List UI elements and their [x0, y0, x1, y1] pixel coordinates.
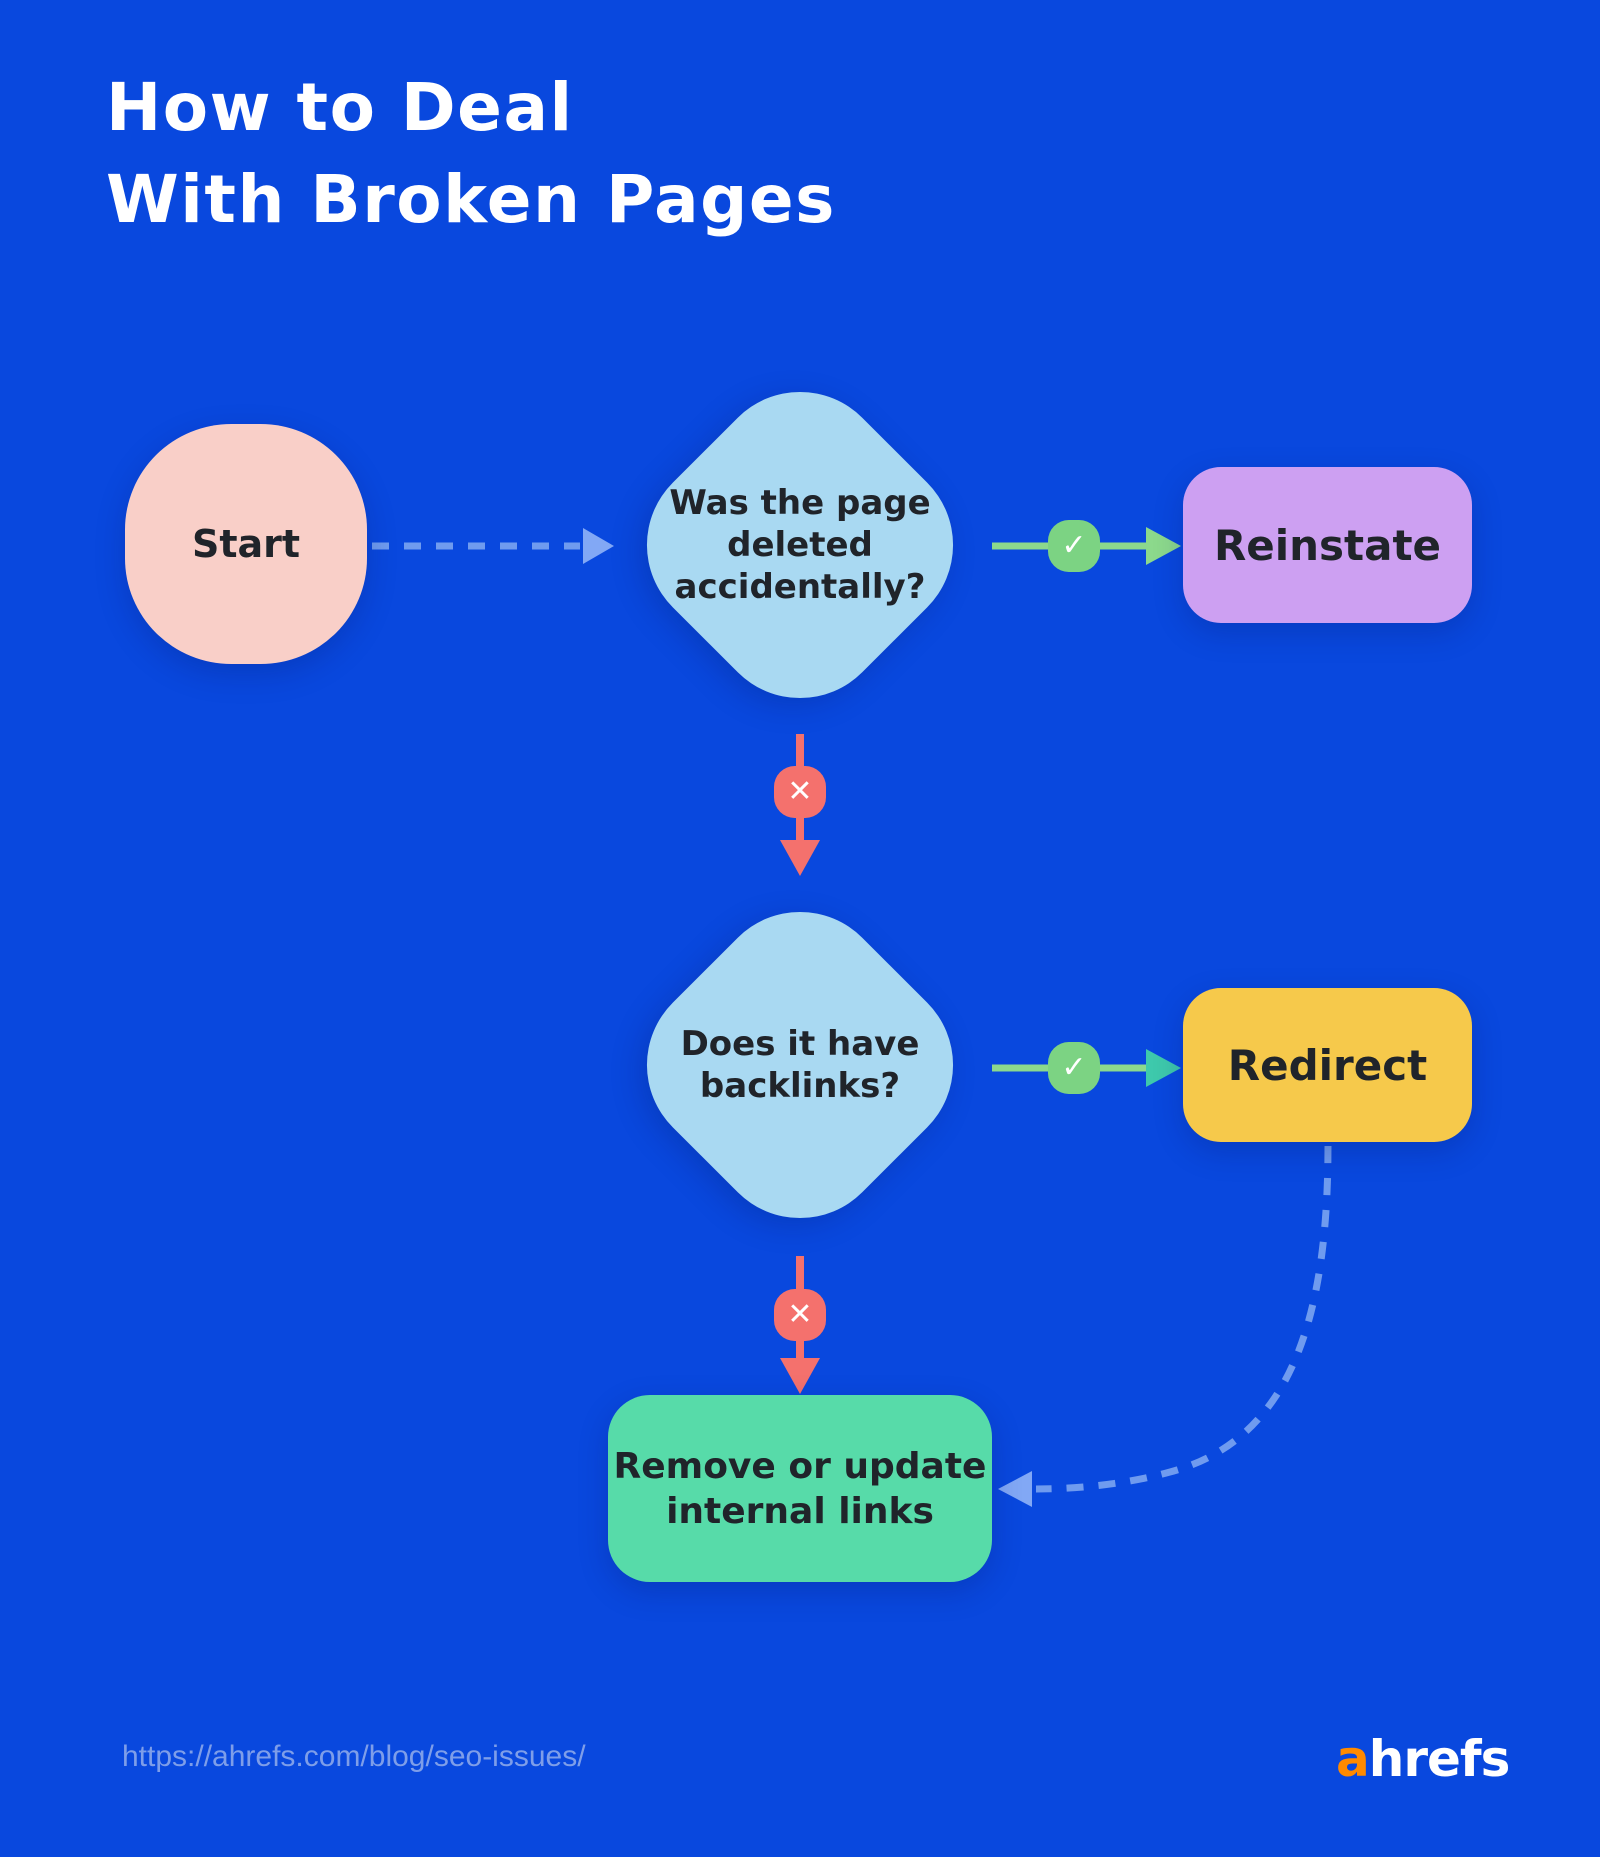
- arrowhead-left-icon: [998, 1471, 1032, 1507]
- reinstate-node: Reinstate: [1183, 467, 1472, 623]
- redirect-node: Redirect: [1183, 988, 1472, 1142]
- q1-line-3: accidentally?: [674, 567, 926, 607]
- arrowhead-right-icon: [1146, 1049, 1181, 1087]
- ahrefs-logo-a: a: [1336, 1730, 1370, 1788]
- arrowhead-down-icon: [780, 1358, 820, 1394]
- check-icon: ✓: [1048, 520, 1100, 572]
- remove-update-links-node: Remove or update internal links: [608, 1395, 992, 1582]
- connector-redirect-to-remove: [1035, 1145, 1332, 1493]
- arrowhead-right-icon: [1146, 527, 1181, 565]
- x-icon: ✕: [774, 766, 826, 818]
- ahrefs-logo-hrefs: hrefs: [1368, 1730, 1511, 1788]
- q1-line-1: Was the page: [669, 483, 931, 523]
- reinstate-node-label: Reinstate: [1213, 520, 1442, 570]
- check-glyph: ✓: [1061, 1050, 1087, 1085]
- page-title: How to Deal With Broken Pages: [106, 62, 836, 246]
- remove-line-2: internal links: [666, 1490, 934, 1532]
- q1-line-2: deleted: [727, 525, 873, 565]
- source-url: https://ahrefs.com/blog/seo-issues/: [122, 1740, 586, 1773]
- decision-node-page-deleted-label: Was the page deleted accidentally?: [610, 358, 990, 732]
- decision-node-has-backlinks-label: Does it have backlinks?: [610, 878, 990, 1252]
- q2-line-1: Does it have: [680, 1024, 920, 1064]
- arrowhead-right-icon: [583, 528, 614, 564]
- page-title-line-1: How to Deal: [106, 69, 574, 146]
- x-icon: ✕: [774, 1289, 826, 1341]
- remove-line-1: Remove or update: [613, 1445, 987, 1487]
- start-node: Start: [125, 424, 367, 664]
- q2-line-2: backlinks?: [699, 1066, 901, 1106]
- arrowhead-down-icon: [780, 840, 820, 876]
- x-glyph: ✕: [787, 1297, 813, 1332]
- check-glyph: ✓: [1061, 528, 1087, 563]
- page-title-line-2: With Broken Pages: [106, 161, 836, 238]
- redirect-node-label: Redirect: [1227, 1040, 1428, 1090]
- x-glyph: ✕: [787, 774, 813, 809]
- ahrefs-logo: ahrefs: [1336, 1730, 1511, 1788]
- start-node-label: Start: [191, 522, 301, 566]
- check-icon: ✓: [1048, 1042, 1100, 1094]
